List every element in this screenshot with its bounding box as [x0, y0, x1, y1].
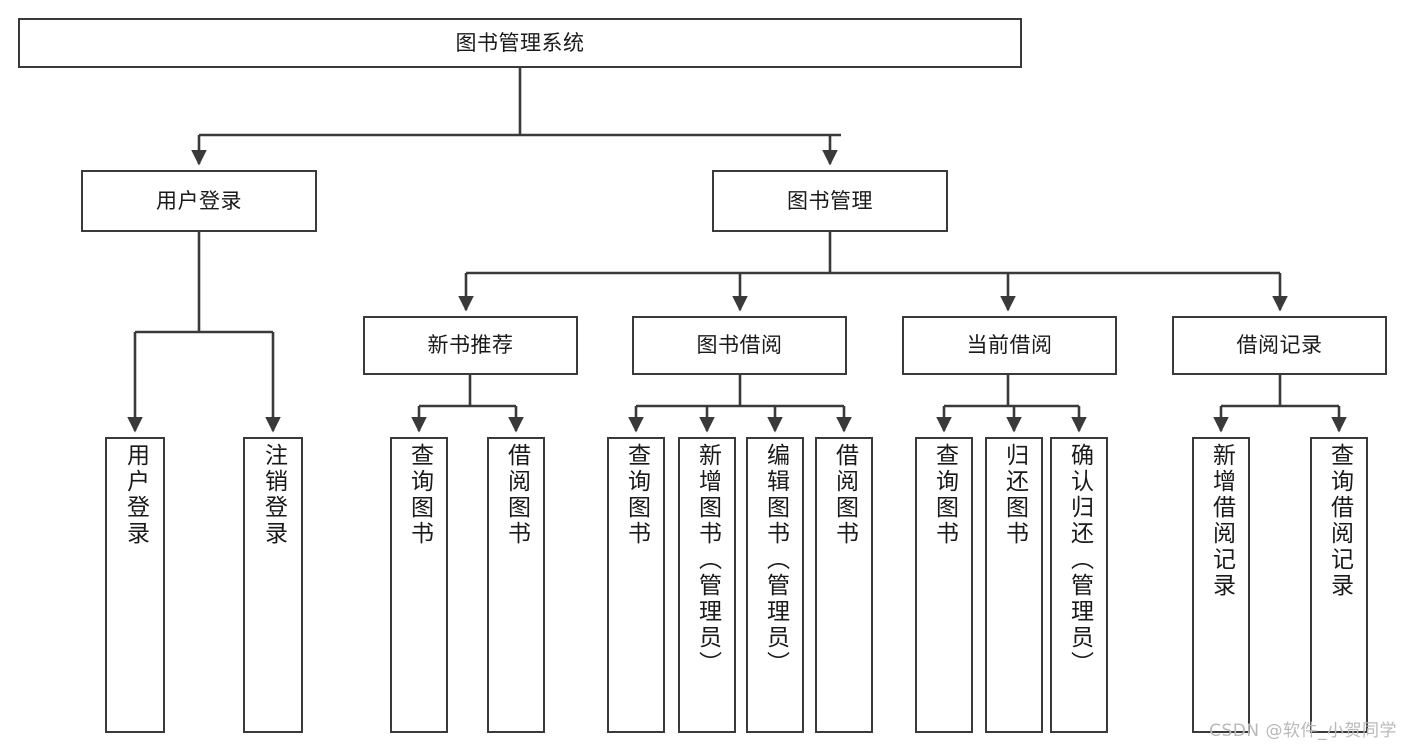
node-leaf-user-logout-label: 注销登录	[260, 443, 287, 547]
node-leaf-borrow-book-1[interactable]: 借阅图书	[487, 437, 545, 733]
node-user-login[interactable]: 用户登录	[81, 170, 317, 232]
node-leaf-query-book-3-label: 查询图书	[931, 443, 958, 547]
node-leaf-edit-book[interactable]: 编辑图书（管理员）	[746, 437, 804, 733]
node-leaf-add-record[interactable]: 新增借阅记录	[1192, 437, 1250, 733]
node-current-borrow-label: 当前借阅	[966, 333, 1053, 358]
node-leaf-edit-book-label: 编辑图书（管理员）	[762, 443, 789, 677]
node-leaf-confirm-return[interactable]: 确认归还（管理员）	[1050, 437, 1108, 733]
node-leaf-borrow-book-2[interactable]: 借阅图书	[815, 437, 873, 733]
node-leaf-query-record-label: 查询借阅记录	[1326, 443, 1353, 599]
node-leaf-add-record-label: 新增借阅记录	[1208, 443, 1235, 599]
node-leaf-confirm-return-label: 确认归还（管理员）	[1066, 443, 1093, 677]
node-new-book-recommend[interactable]: 新书推荐	[363, 316, 578, 375]
node-borrow-record-label: 借阅记录	[1236, 333, 1323, 358]
node-leaf-user-login[interactable]: 用户登录	[105, 437, 165, 733]
node-leaf-borrow-book-1-label: 借阅图书	[503, 443, 530, 547]
node-leaf-query-book-1[interactable]: 查询图书	[390, 437, 448, 733]
node-book-management[interactable]: 图书管理	[712, 170, 948, 232]
node-leaf-query-book-3[interactable]: 查询图书	[915, 437, 973, 733]
node-root-label: 图书管理系统	[455, 30, 585, 55]
node-leaf-add-book-label: 新增图书（管理员）	[694, 443, 721, 677]
node-leaf-user-logout[interactable]: 注销登录	[243, 437, 303, 733]
node-book-borrow-label: 图书借阅	[696, 333, 783, 358]
node-leaf-borrow-book-2-label: 借阅图书	[831, 443, 858, 547]
node-user-login-label: 用户登录	[156, 188, 242, 213]
node-leaf-return-book[interactable]: 归还图书	[985, 437, 1043, 733]
node-leaf-query-record[interactable]: 查询借阅记录	[1310, 437, 1368, 733]
node-borrow-record[interactable]: 借阅记录	[1172, 316, 1387, 375]
node-book-borrow[interactable]: 图书借阅	[632, 316, 847, 375]
node-leaf-user-login-label: 用户登录	[122, 443, 149, 547]
node-leaf-query-book-1-label: 查询图书	[406, 443, 433, 547]
node-new-book-recommend-label: 新书推荐	[427, 333, 514, 358]
node-leaf-query-book-2[interactable]: 查询图书	[607, 437, 665, 733]
node-current-borrow[interactable]: 当前借阅	[902, 316, 1117, 375]
csdn-watermark: CSDN @软件_小贺同学	[1209, 721, 1397, 741]
node-book-management-label: 图书管理	[787, 188, 873, 213]
node-leaf-return-book-label: 归还图书	[1001, 443, 1028, 547]
node-leaf-add-book[interactable]: 新增图书（管理员）	[678, 437, 736, 733]
node-root[interactable]: 图书管理系统	[18, 18, 1022, 68]
node-leaf-query-book-2-label: 查询图书	[623, 443, 650, 547]
